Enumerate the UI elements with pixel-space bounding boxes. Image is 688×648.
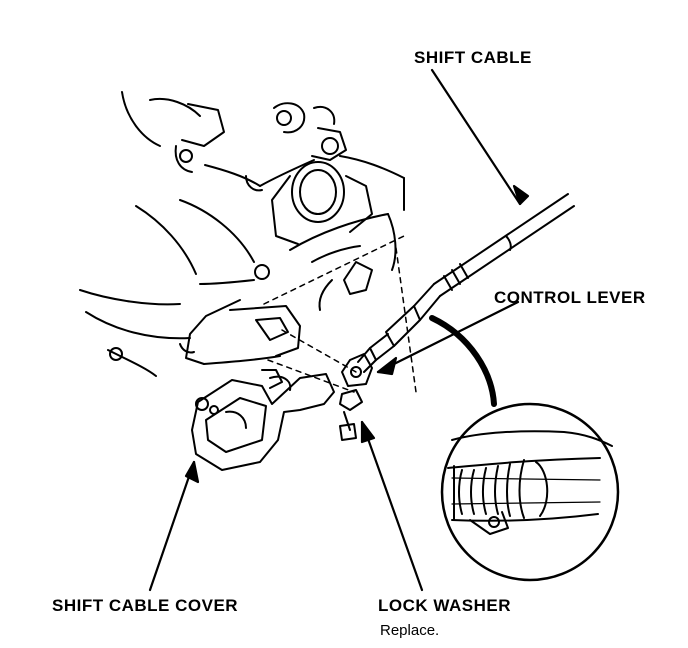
alignment-lines <box>263 235 417 393</box>
label-lock-washer: LOCK WASHER <box>378 596 511 615</box>
control-lever-part <box>339 353 373 441</box>
housing-bolt <box>179 149 193 163</box>
housing-bolt <box>276 110 292 126</box>
label-control-lever: CONTROL LEVER <box>494 288 646 307</box>
shift-cable-cover-part <box>191 369 335 471</box>
label-lock-washer-note: Replace. <box>380 622 440 639</box>
transmission-housing <box>79 91 405 377</box>
detail-connector <box>429 315 497 407</box>
shift-cable-part <box>357 193 575 373</box>
leader-lines <box>148 68 530 592</box>
magnified-detail <box>440 402 620 582</box>
label-shift-cable: SHIFT CABLE <box>414 48 532 67</box>
housing-bolt <box>321 137 339 155</box>
label-shift-cable-cover: SHIFT CABLE COVER <box>52 596 239 615</box>
